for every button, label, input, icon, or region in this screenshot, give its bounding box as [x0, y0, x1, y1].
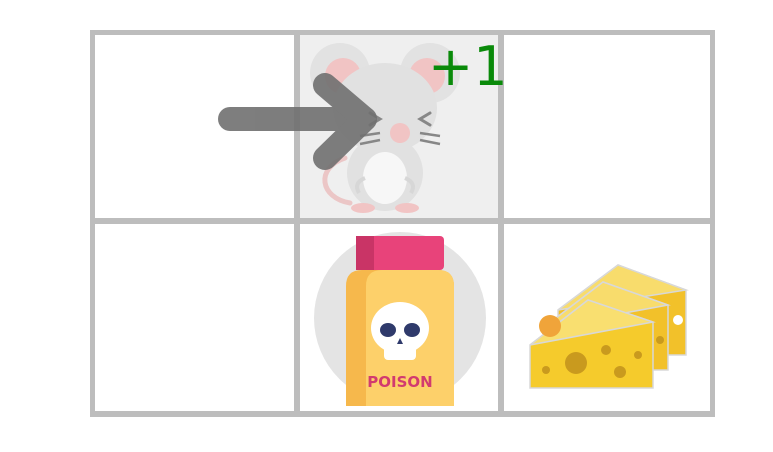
reward-text: +1: [428, 35, 508, 98]
cheese-icon: [529, 264, 689, 389]
arrow-right-icon: [218, 73, 377, 170]
poison-label: POISON: [367, 373, 432, 391]
grid-cell-r1-c0: [95, 224, 294, 411]
skull-icon: [371, 302, 429, 360]
poison-bottle-icon: POISON: [314, 232, 486, 406]
grid-cell-r0-c2: [504, 35, 710, 218]
